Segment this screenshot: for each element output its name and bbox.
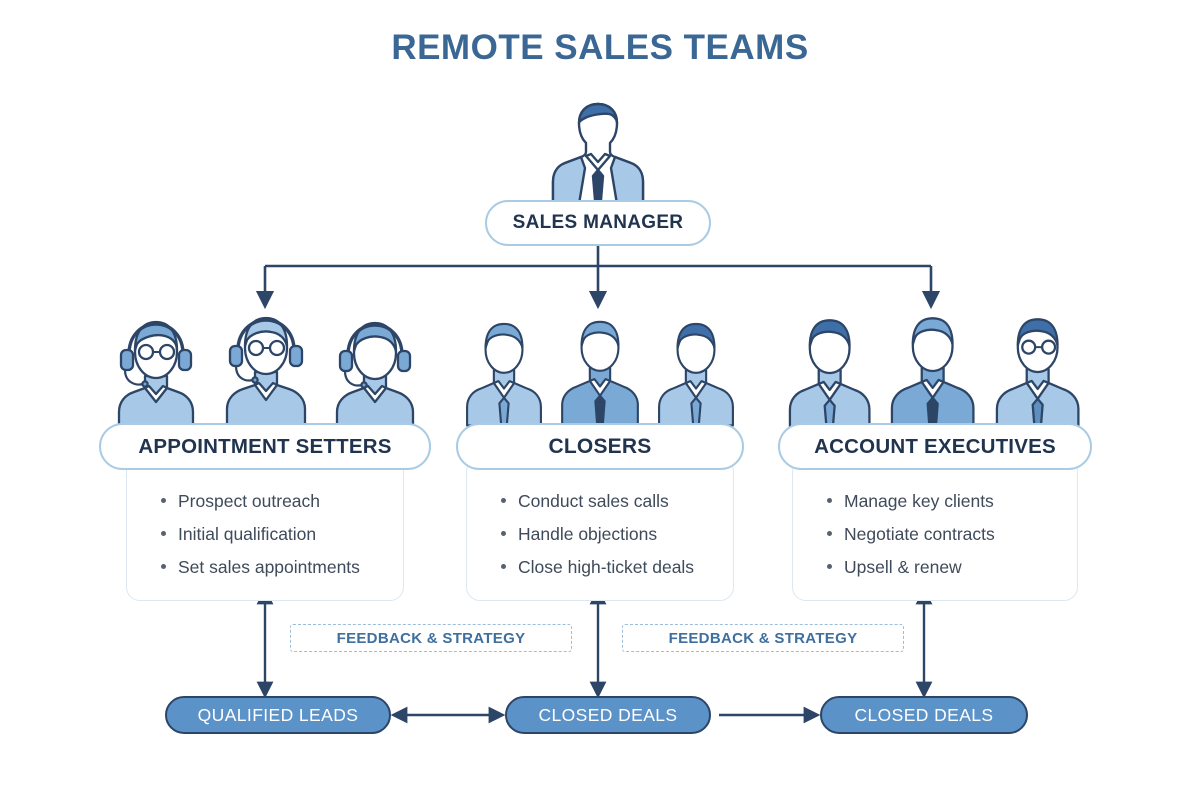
node-appointment-setters-label: APPOINTMENT SETTERS <box>138 434 392 458</box>
label-feedback-strategy-right-text: FEEDBACK & STRATEGY <box>668 629 858 647</box>
list-item: Set sales appointments <box>161 551 403 584</box>
suited-men-icon <box>456 305 744 430</box>
node-closed-deals-right[interactable]: CLOSED DEALS <box>820 696 1028 734</box>
card-account-executives: Manage key clients Negotiate contracts U… <box>792 458 1078 601</box>
list-item: Close high-ticket deals <box>501 551 733 584</box>
list-item: Conduct sales calls <box>501 485 733 518</box>
manager-avatar-icon <box>551 102 645 204</box>
node-qualified-leads[interactable]: QUALIFIED LEADS <box>165 696 391 734</box>
node-account-executives[interactable]: ACCOUNT EXECUTIVES <box>778 423 1092 470</box>
node-appointment-setters[interactable]: APPOINTMENT SETTERS <box>99 423 431 470</box>
group-closers: CLOSERS Conduct sales calls Handle objec… <box>456 305 744 601</box>
node-closed-deals-right-label: CLOSED DEALS <box>854 704 994 725</box>
node-closed-deals-center-label: CLOSED DEALS <box>538 704 678 725</box>
label-feedback-strategy-left: FEEDBACK & STRATEGY <box>290 624 572 652</box>
list-item: Manage key clients <box>827 485 1077 518</box>
node-account-executives-label: ACCOUNT EXECUTIVES <box>814 434 1056 458</box>
node-qualified-leads-label: QUALIFIED LEADS <box>197 704 359 725</box>
executives-icon <box>778 305 1092 430</box>
node-closed-deals-center[interactable]: CLOSED DEALS <box>505 696 711 734</box>
node-closers-label: CLOSERS <box>548 434 652 458</box>
node-sales-manager-label: SALES MANAGER <box>512 212 684 233</box>
page-title: REMOTE SALES TEAMS <box>391 28 809 67</box>
label-feedback-strategy-right: FEEDBACK & STRATEGY <box>622 624 904 652</box>
list-item: Handle objections <box>501 518 733 551</box>
node-sales-manager[interactable]: SALES MANAGER <box>485 200 711 246</box>
card-appointment-setters: Prospect outreach Initial qualification … <box>126 458 404 601</box>
list-item: Prospect outreach <box>161 485 403 518</box>
list-item: Upsell & renew <box>827 551 1077 584</box>
card-closers: Conduct sales calls Handle objections Cl… <box>466 458 734 601</box>
list-item: Initial qualification <box>161 518 403 551</box>
headset-agents-icon <box>99 305 431 430</box>
group-appointment-setters: APPOINTMENT SETTERS Prospect outreach In… <box>99 305 431 601</box>
label-feedback-strategy-left-text: FEEDBACK & STRATEGY <box>336 629 526 647</box>
list-item: Negotiate contracts <box>827 518 1077 551</box>
node-closers[interactable]: CLOSERS <box>456 423 744 470</box>
group-account-executives: ACCOUNT EXECUTIVES Manage key clients Ne… <box>778 305 1092 601</box>
